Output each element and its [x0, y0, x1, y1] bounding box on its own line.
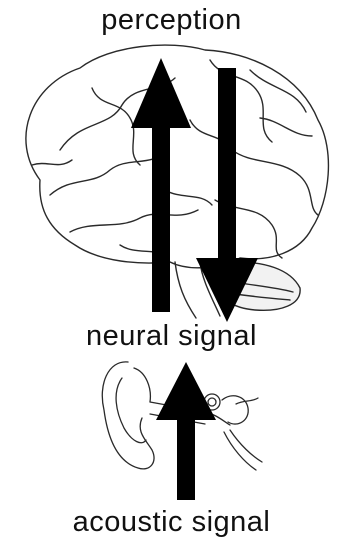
neural-signal-label: neural signal [0, 322, 343, 351]
perception-label: perception [0, 6, 343, 35]
acoustic-to-neural-arrow [156, 362, 216, 500]
neural-to-perception-arrow [131, 58, 191, 312]
arrows [131, 58, 258, 500]
brain-illustration [26, 45, 329, 318]
acoustic-signal-label: acoustic signal [0, 508, 343, 537]
